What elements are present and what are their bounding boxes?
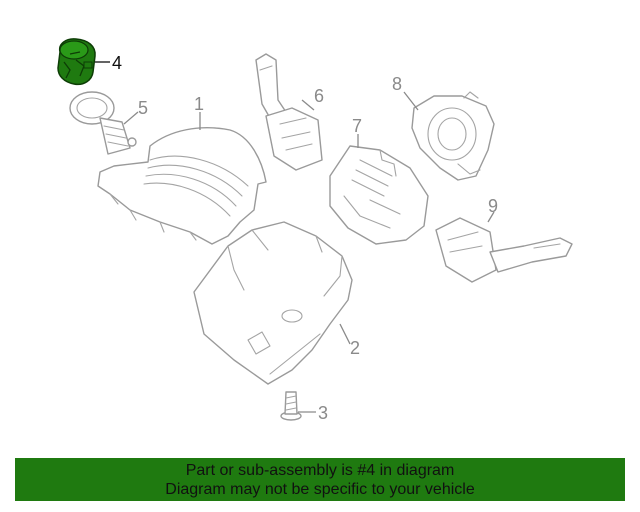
callout-6-leader [301, 99, 315, 111]
callout-8-leader [403, 91, 419, 111]
callout-1[interactable]: 1 [194, 94, 204, 114]
banner-line-2: Diagram may not be specific to your vehi… [165, 481, 475, 498]
part-8-clockspring[interactable] [411, 91, 495, 181]
callout-6[interactable]: 6 [314, 86, 324, 106]
part-9-lever-switch[interactable] [435, 217, 573, 283]
part-1-upper-shroud[interactable] [97, 127, 267, 245]
callout-5-leader [123, 111, 139, 125]
callout-3[interactable]: 3 [318, 403, 328, 423]
part-4-lock-cylinder[interactable] [57, 38, 96, 86]
part-2-lower-shroud[interactable] [193, 221, 353, 385]
callout-2-leader [339, 323, 351, 345]
callout-5[interactable]: 5 [138, 98, 148, 118]
part-3-screw[interactable] [280, 391, 302, 421]
callout-4[interactable]: 4 [112, 53, 122, 73]
callout-9[interactable]: 9 [488, 196, 498, 216]
banner-line-1: Part or sub-assembly is #4 in diagram [185, 462, 455, 479]
disclaimer-banner: Part or sub-assembly is #4 in diagram Di… [15, 458, 625, 501]
callout-9-leader [487, 211, 495, 223]
parts-diagram: 4 5 1 6 7 8 [57, 38, 573, 423]
callout-8[interactable]: 8 [392, 74, 402, 94]
part-7-switch-body[interactable] [329, 145, 429, 245]
part-5-lock-housing[interactable] [69, 91, 137, 155]
part-6-turn-switch[interactable] [255, 53, 323, 171]
callout-7[interactable]: 7 [352, 116, 362, 136]
callout-2[interactable]: 2 [350, 338, 360, 358]
